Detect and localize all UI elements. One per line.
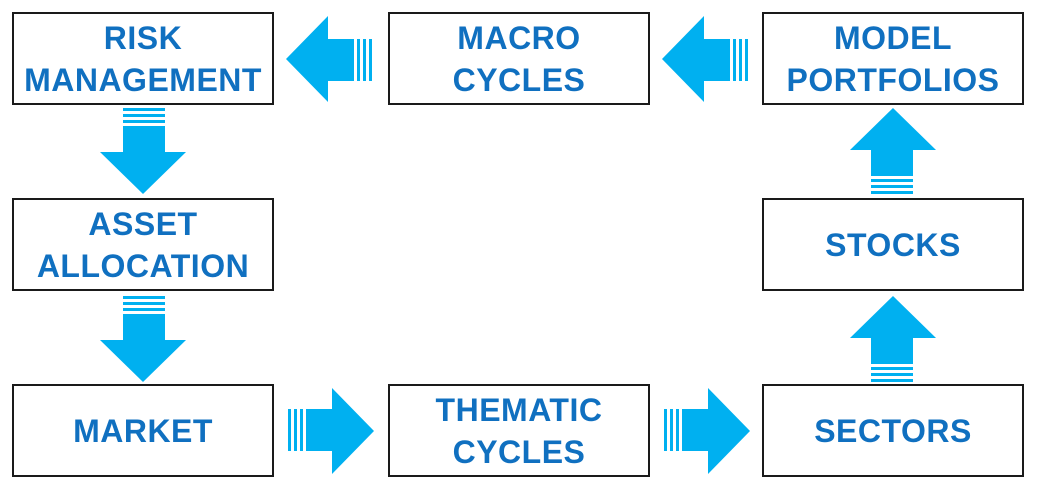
model-portfolios-box: MODEL PORTFOLIOS [762, 12, 1024, 105]
macro-cycles-label: MACRO CYCLES [452, 19, 586, 98]
risk-management-box: RISK MANAGEMENT [12, 12, 274, 105]
macro-cycles-box: MACRO CYCLES [388, 12, 650, 105]
asset-allocation-label: ASSET ALLOCATION [36, 205, 250, 284]
risk-management-label: RISK MANAGEMENT [24, 19, 262, 98]
right-arrow-icon [288, 388, 374, 474]
asset-allocation-box: ASSET ALLOCATION [12, 198, 274, 291]
market-label: MARKET [73, 412, 213, 449]
sectors-label: SECTORS [814, 412, 972, 449]
stocks-label: STOCKS [825, 226, 961, 263]
left-arrow-icon [286, 16, 372, 102]
sectors-box: SECTORS [762, 384, 1024, 477]
thematic-cycles-label: THEMATIC CYCLES [435, 391, 603, 470]
up-arrow-icon [850, 296, 936, 382]
right-arrow-icon [664, 388, 750, 474]
model-portfolios-label: MODEL PORTFOLIOS [786, 19, 1000, 98]
down-arrow-icon [100, 108, 186, 194]
market-box: MARKET [12, 384, 274, 477]
down-arrow-icon [100, 296, 186, 382]
thematic-cycles-box: THEMATIC CYCLES [388, 384, 650, 477]
stocks-box: STOCKS [762, 198, 1024, 291]
up-arrow-icon [850, 108, 936, 194]
left-arrow-icon [662, 16, 748, 102]
